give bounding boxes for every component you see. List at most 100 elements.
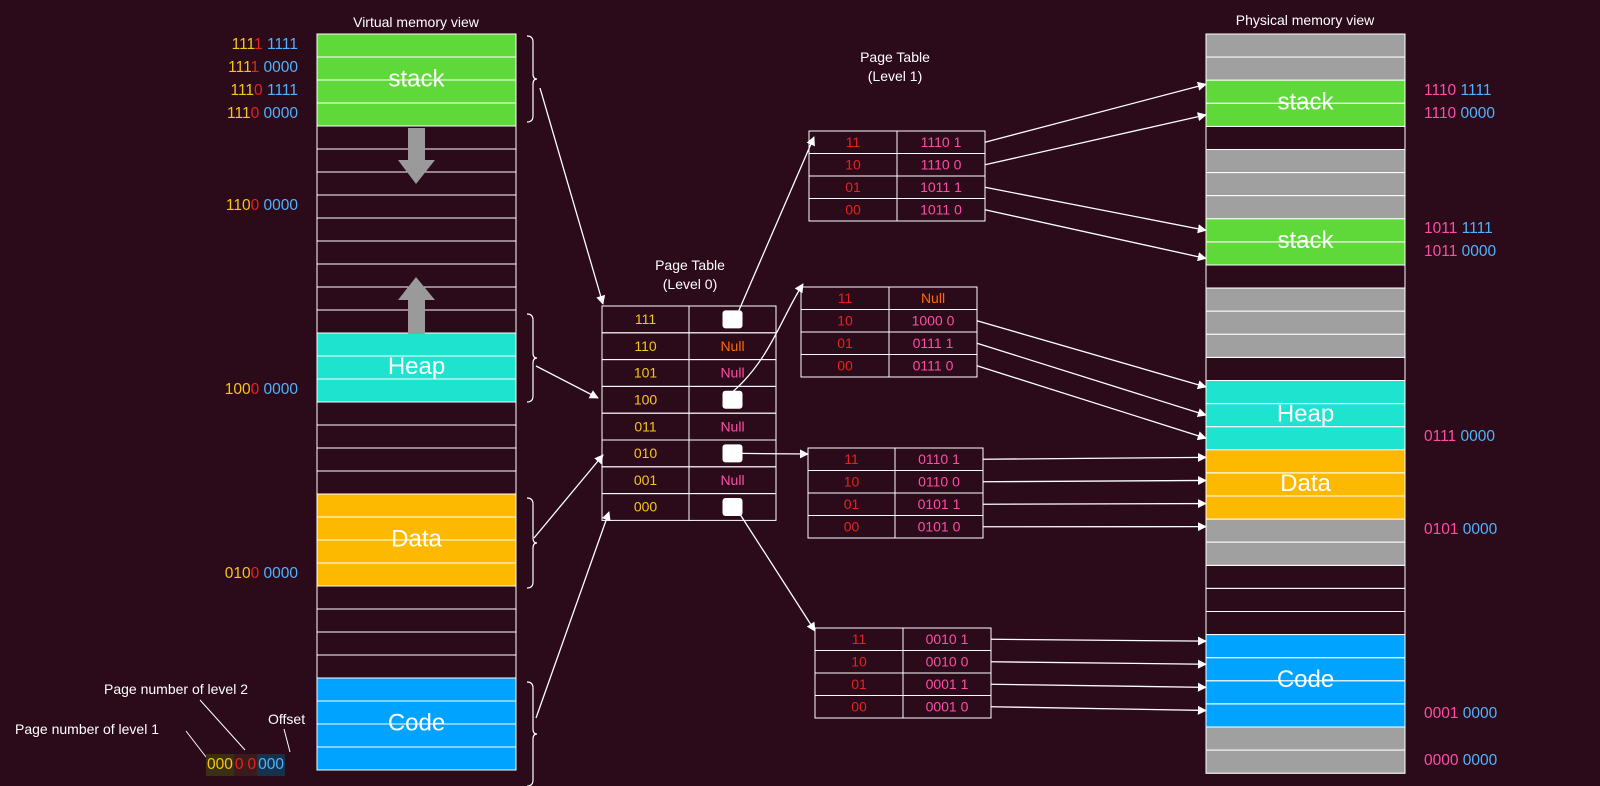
level1-key: 10 <box>844 473 860 489</box>
physical-segment-row <box>1205 703 1406 728</box>
arrow-data-to-level0 <box>533 454 604 539</box>
physical-free-row <box>1205 541 1406 566</box>
virtual-memory-row <box>316 654 517 679</box>
physical-free-row <box>1205 518 1406 543</box>
virtual-segment-row <box>316 102 517 127</box>
address-part: 0000 <box>263 196 298 214</box>
physical-address-label: 1110 1111 <box>1424 82 1492 100</box>
arrow-t000-row-to-physical <box>990 636 1207 646</box>
level2-pointer-line <box>199 699 246 751</box>
level1-key: 00 <box>851 698 867 714</box>
virtual-address-label: 0100 0000 <box>225 565 298 583</box>
bottom-address-part <box>244 754 247 776</box>
virtual-segment-row <box>316 562 517 587</box>
level1-value: 0111 1 <box>913 335 954 351</box>
address-part: 111 <box>231 35 255 53</box>
arrow-t000-row-to-physical <box>990 659 1207 669</box>
physical-free-row <box>1205 33 1406 58</box>
level0-null-101: Null <box>720 365 744 381</box>
level1-value: Null <box>921 290 945 306</box>
arrow-t111-row-to-physical <box>984 186 1207 234</box>
address-part: 0 <box>250 104 260 122</box>
address-part: 0 <box>250 564 260 582</box>
physical-free-row <box>1205 149 1406 174</box>
bottom-address-part: 0 <box>233 754 245 776</box>
physical-address-label: 1011 1111 <box>1424 220 1493 238</box>
address-part: 1 <box>250 58 260 76</box>
arrow-t111-row-to-physical <box>984 112 1207 166</box>
level0-pointer-box <box>722 310 743 329</box>
address-part: 111 <box>228 58 251 76</box>
level1-value: 0010 0 <box>926 653 969 669</box>
stack-grow-arrow-head <box>398 160 435 184</box>
physical-address-label: 0101 0000 <box>1424 521 1497 539</box>
address-part: 0000 <box>263 564 298 582</box>
physical-free-row <box>1205 749 1406 774</box>
address-part: 1110 <box>1424 81 1457 99</box>
level0-pointer-box <box>722 390 743 409</box>
level0-null-011: Null <box>720 418 744 434</box>
physical-free-row <box>1205 726 1406 751</box>
physical-address-label: 0001 0000 <box>1424 705 1497 723</box>
physical-memory-row <box>1205 611 1406 636</box>
arrow-level0-111-to-table <box>737 136 815 312</box>
physical-segment-label-data: Data <box>1280 470 1331 497</box>
level1-key: 00 <box>837 357 853 373</box>
address-part: 0001 <box>1424 705 1459 723</box>
virtual-segment-row <box>316 378 517 403</box>
level0-key-100: 100 <box>634 392 658 408</box>
address-part: 0000 <box>263 380 298 398</box>
virtual-memory-row <box>316 447 517 472</box>
address-part: 010 <box>224 564 251 582</box>
level0-table-title: Page Table (Level 0) <box>630 256 750 294</box>
arrow-t000-row-to-physical <box>990 705 1207 715</box>
level0-key-001: 001 <box>634 472 658 488</box>
level1-value: 1110 0 <box>921 156 962 172</box>
level1-key: 01 <box>844 496 860 512</box>
level1-value: 1011 0 <box>920 201 962 217</box>
address-part: 1 <box>254 35 263 53</box>
level1-pointer-line <box>185 730 207 758</box>
physical-free-row <box>1205 333 1406 358</box>
address-part: 111 <box>230 81 255 99</box>
level0-title-line1: Page Table <box>655 257 725 273</box>
virtual-segment-label-stack: stack <box>388 65 445 92</box>
arrow-t111-row-to-physical <box>984 209 1207 262</box>
level0-null-110: Null <box>720 338 744 354</box>
arrow-t100-row-to-physical <box>976 342 1207 418</box>
physical-segment-label-heap: Heap <box>1277 400 1334 427</box>
level1-key: 01 <box>845 179 861 195</box>
arrow-heap-to-level0 <box>535 365 599 399</box>
physical-address-label: 1011 0000 <box>1424 243 1496 261</box>
level1-value: 0110 0 <box>918 473 960 489</box>
arrow-t100-row-to-physical <box>976 320 1207 390</box>
physical-segment-label-stack2: stack <box>1277 227 1334 254</box>
level0-key-101: 101 <box>634 365 658 381</box>
level1-value: 1110 1 <box>921 134 962 150</box>
virtual-memory-row <box>316 424 517 449</box>
level0-entry-cell <box>688 493 777 521</box>
physical-memory-row <box>1205 264 1406 289</box>
virtual-segment-label-heap: Heap <box>388 353 445 380</box>
physical-free-row <box>1205 172 1406 197</box>
level0-key-110: 110 <box>634 338 657 354</box>
level1-key: 00 <box>845 201 861 217</box>
virtual-segment-row <box>316 746 517 771</box>
level1-value: 0101 1 <box>918 496 961 512</box>
level0-key-111: 111 <box>635 311 656 327</box>
level0-pointer-box <box>722 444 743 463</box>
virtual-memory-row <box>316 401 517 426</box>
address-part: 1111 <box>266 35 298 53</box>
arrow-code-to-level0 <box>535 511 611 719</box>
address-part: 0000 <box>1424 751 1459 769</box>
physical-address-label: 0000 0000 <box>1424 752 1497 770</box>
level1-key: 10 <box>837 312 853 328</box>
level1-key: 11 <box>844 451 859 467</box>
arrow-t100-row-to-physical <box>976 365 1207 441</box>
arrow-level0-000-to-table <box>739 514 816 632</box>
